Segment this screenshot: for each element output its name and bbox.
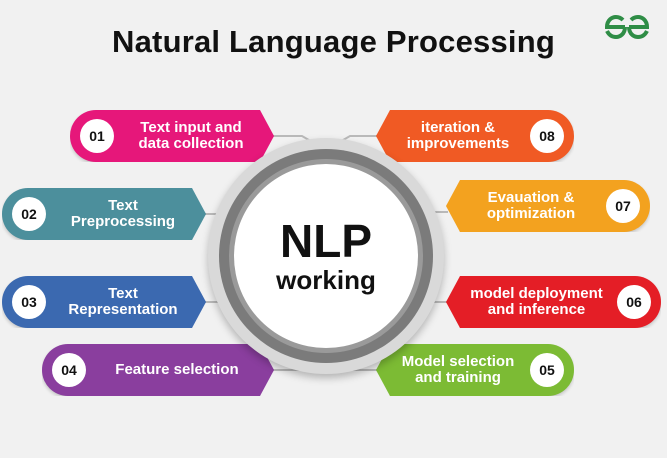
step-label: Text Preprocessing	[70, 197, 176, 230]
step-number: 05	[530, 353, 564, 387]
step-number: 07	[606, 189, 640, 223]
step-02: 02 Text Preprocessing	[2, 188, 206, 240]
step-label: Model selection and training	[401, 353, 515, 386]
step-number: 06	[617, 285, 651, 319]
gfg-logo-icon	[604, 14, 650, 40]
step-08: iteration & improvements 08	[376, 110, 574, 162]
step-05: Model selection and training 05	[376, 344, 574, 396]
step-label: Text Representation	[68, 285, 178, 318]
step-label: model deployment and inference	[470, 285, 603, 318]
step-06: model deployment and inference 06	[446, 276, 661, 328]
step-07: Evauation & optimization 07	[446, 180, 650, 232]
step-03: 03 Text Representation	[2, 276, 206, 328]
step-number: 03	[12, 285, 46, 319]
step-number: 04	[52, 353, 86, 387]
center-hub: NLP working	[234, 164, 418, 348]
step-label: Evauation & optimization	[486, 189, 576, 222]
step-label: Feature selection	[115, 361, 239, 378]
step-04: 04 Feature selection	[42, 344, 274, 396]
step-number: 08	[530, 119, 564, 153]
step-label: iteration & improvements	[406, 119, 510, 152]
step-number: 01	[80, 119, 114, 153]
page-title: Natural Language Processing	[112, 24, 555, 59]
step-label: Text input and data collection	[138, 119, 244, 152]
center-title: NLP	[280, 215, 372, 267]
center-subtitle: working	[276, 265, 376, 295]
step-01: 01 Text input and data collection	[70, 110, 274, 162]
step-number: 02	[12, 197, 46, 231]
